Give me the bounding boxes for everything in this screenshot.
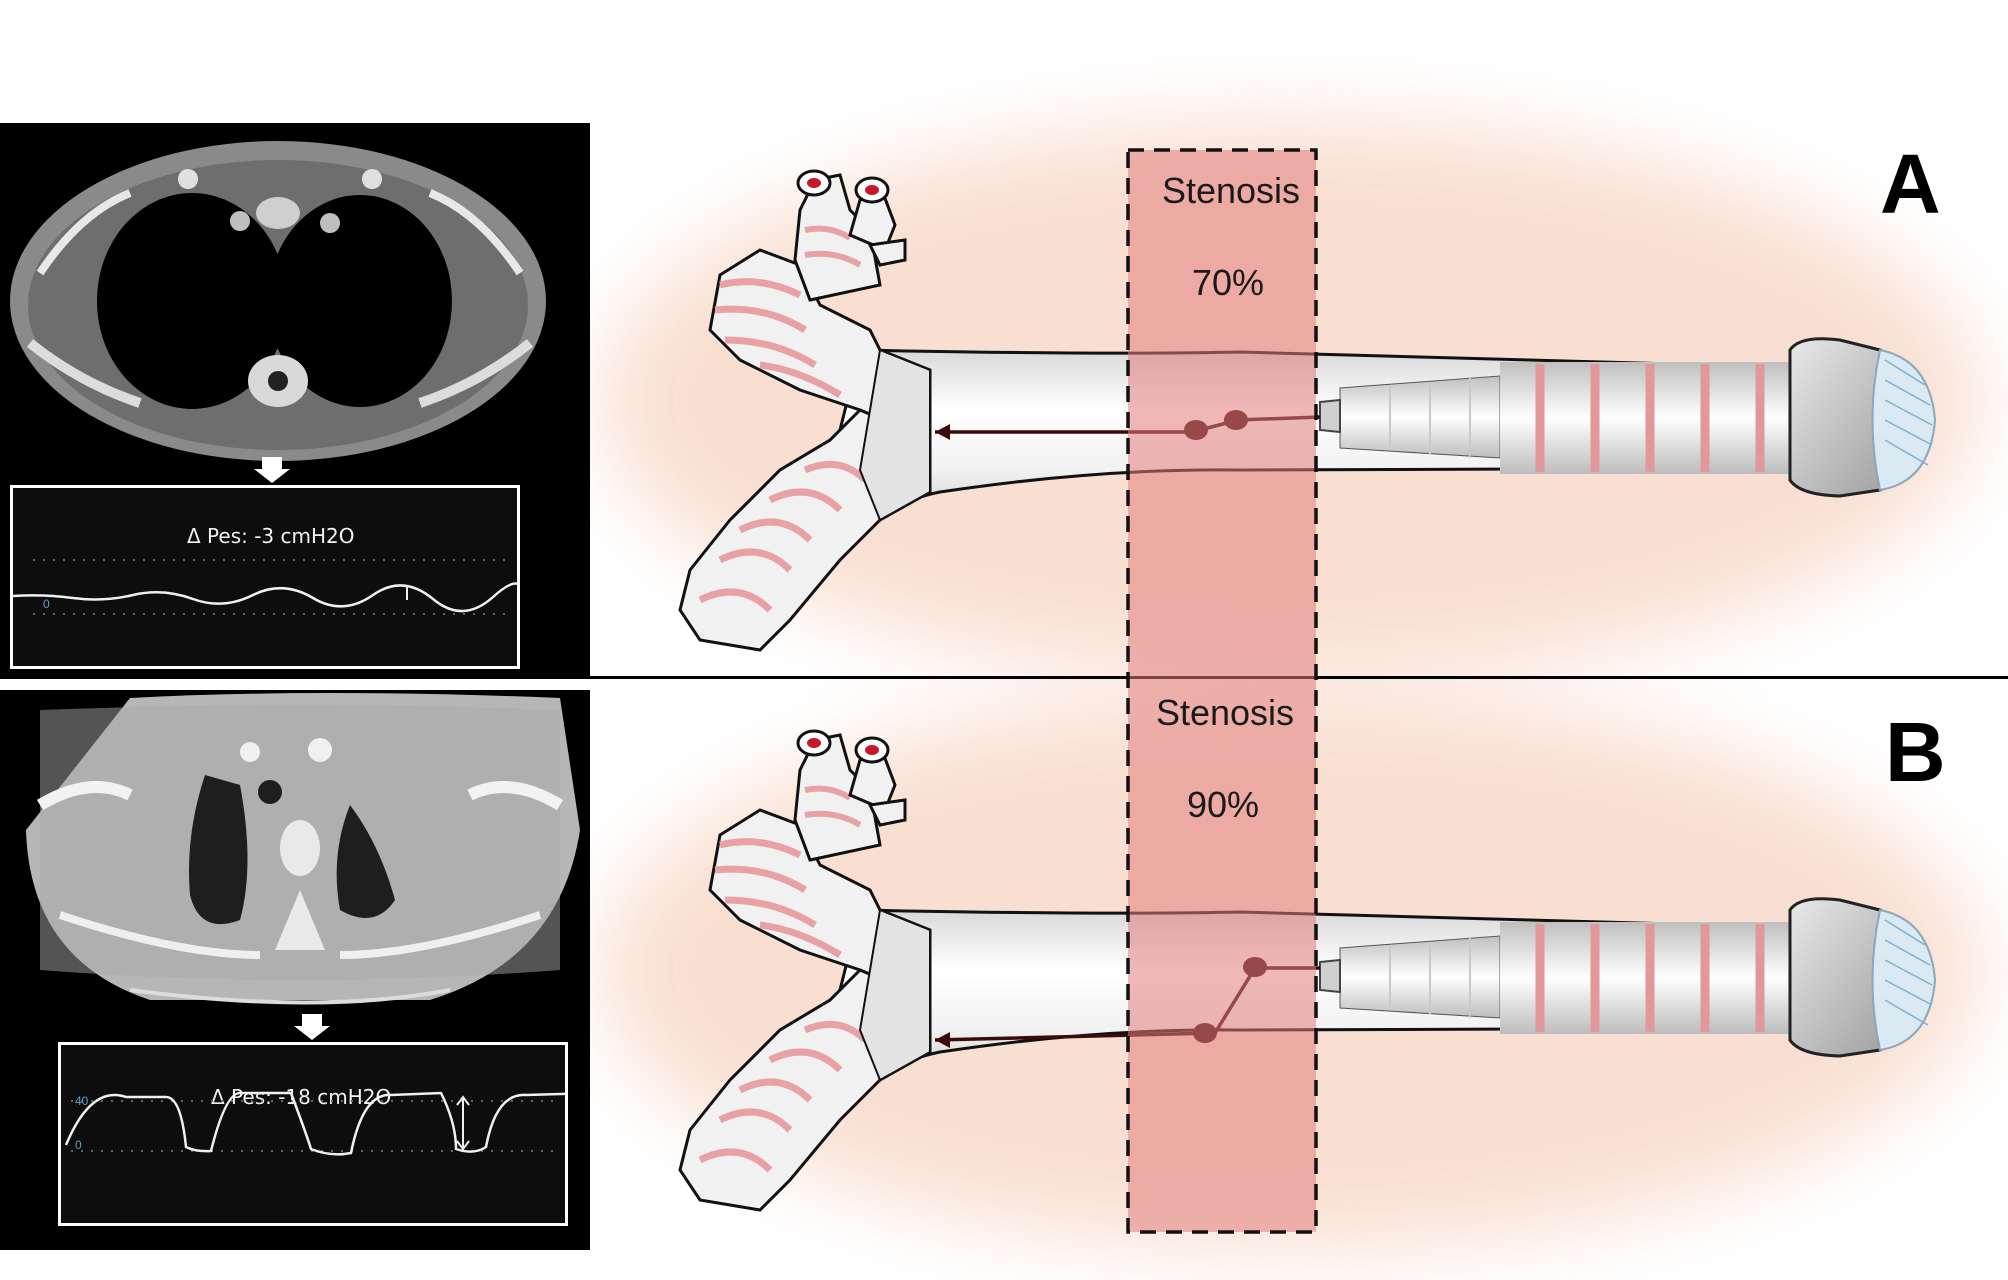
pressure-trace-b: 40 0 [64, 1091, 565, 1156]
ct-scan-image-a [10, 141, 546, 461]
panel-letter-a: A [1880, 137, 1941, 231]
ct-scan-panel-b: Δ Pes: -18 cmH2O 40 0 [0, 690, 590, 1250]
down-arrow-icon-a [254, 457, 290, 483]
panel-letter-b: B [1885, 705, 1946, 799]
pressure-waveform-a: Δ Pes: -3 cmH2O 0 [10, 485, 520, 669]
down-arrow-icon-b [294, 1014, 330, 1040]
ct-scan-image-b [26, 693, 580, 1005]
stenosis-value-b: 90% [1186, 784, 1260, 825]
stenosis-value-a: 70% [1191, 262, 1265, 303]
pressure-label-a: Δ Pes: -3 cmH2O [187, 524, 355, 548]
panel-divider-white [0, 679, 590, 689]
stenosis-band [1128, 150, 1316, 1232]
arrow-head-icon-b [935, 1032, 950, 1048]
stenosis-band-outline [1126, 148, 1318, 1234]
tick-zero-b: 0 [75, 1138, 82, 1152]
arrow-head-icon-a [935, 424, 950, 440]
ct-scan-panel-a: Δ Pes: -3 cmH2O 0 [0, 123, 590, 678]
stenosis-label-a: Stenosis [1161, 170, 1301, 211]
pressure-label-b: Δ Pes: -18 cmH2O [211, 1085, 392, 1109]
pressure-waveform-b: Δ Pes: -18 cmH2O 40 0 [58, 1042, 568, 1226]
stenosis-label-b: Stenosis [1155, 692, 1295, 733]
pressure-trace-a: 0 [13, 559, 517, 615]
panel-divider [0, 676, 2008, 679]
tick-top-b: 40 [75, 1094, 89, 1108]
tick-zero-a: 0 [43, 597, 50, 611]
